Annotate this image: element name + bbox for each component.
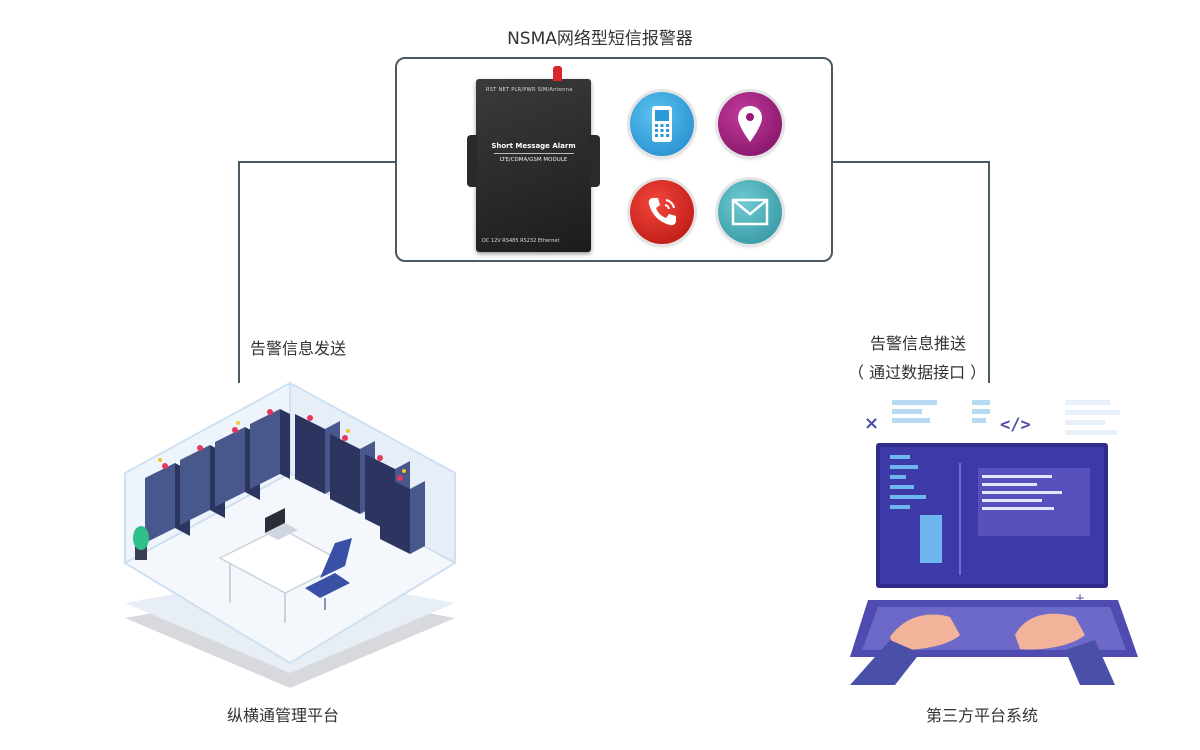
mount-tab-left bbox=[467, 135, 477, 187]
data-center-illustration bbox=[122, 381, 458, 688]
connector-left-horizontal bbox=[238, 161, 396, 163]
connector-left-vertical bbox=[238, 161, 240, 383]
location-icon bbox=[718, 92, 782, 156]
svg-text:+: + bbox=[1075, 591, 1085, 605]
call-icon bbox=[630, 180, 694, 244]
svg-text:</>: </> bbox=[1000, 415, 1031, 435]
device-divider bbox=[494, 153, 574, 154]
connector-right-horizontal bbox=[833, 161, 990, 163]
right-flow-label: 告警信息推送 bbox=[870, 334, 967, 353]
device-name: Short Message Alarm bbox=[491, 142, 576, 150]
diagram-title: NSMA网络型短信报警器 bbox=[507, 29, 693, 49]
device-port-labels-bottom: DC 12V RS485 RS232 Ethernet bbox=[482, 238, 560, 244]
right-caption: 第三方平台系统 bbox=[926, 706, 1039, 725]
antenna bbox=[553, 66, 562, 81]
third-party-system-illustration: × </> + bbox=[850, 400, 1138, 685]
connector-right-vertical bbox=[988, 161, 990, 383]
left-flow-label: 告警信息发送 bbox=[250, 339, 347, 358]
svg-text:×: × bbox=[864, 413, 879, 434]
phone-icon bbox=[630, 92, 694, 156]
device-port-labels-top: RST NET PLR/PWR SIM/Antenna bbox=[486, 87, 573, 93]
mail-icon bbox=[718, 180, 782, 244]
mount-tab-right bbox=[590, 135, 600, 187]
device-module: LTE/CDMA/GSM MODULE bbox=[499, 157, 568, 163]
right-flow-sublabel: （ 通过数据接口 ） bbox=[848, 363, 987, 382]
left-caption: 纵横通管理平台 bbox=[227, 706, 340, 725]
alarm-device-image: RST NET PLR/PWR SIM/Antenna Short Messag… bbox=[467, 66, 600, 252]
